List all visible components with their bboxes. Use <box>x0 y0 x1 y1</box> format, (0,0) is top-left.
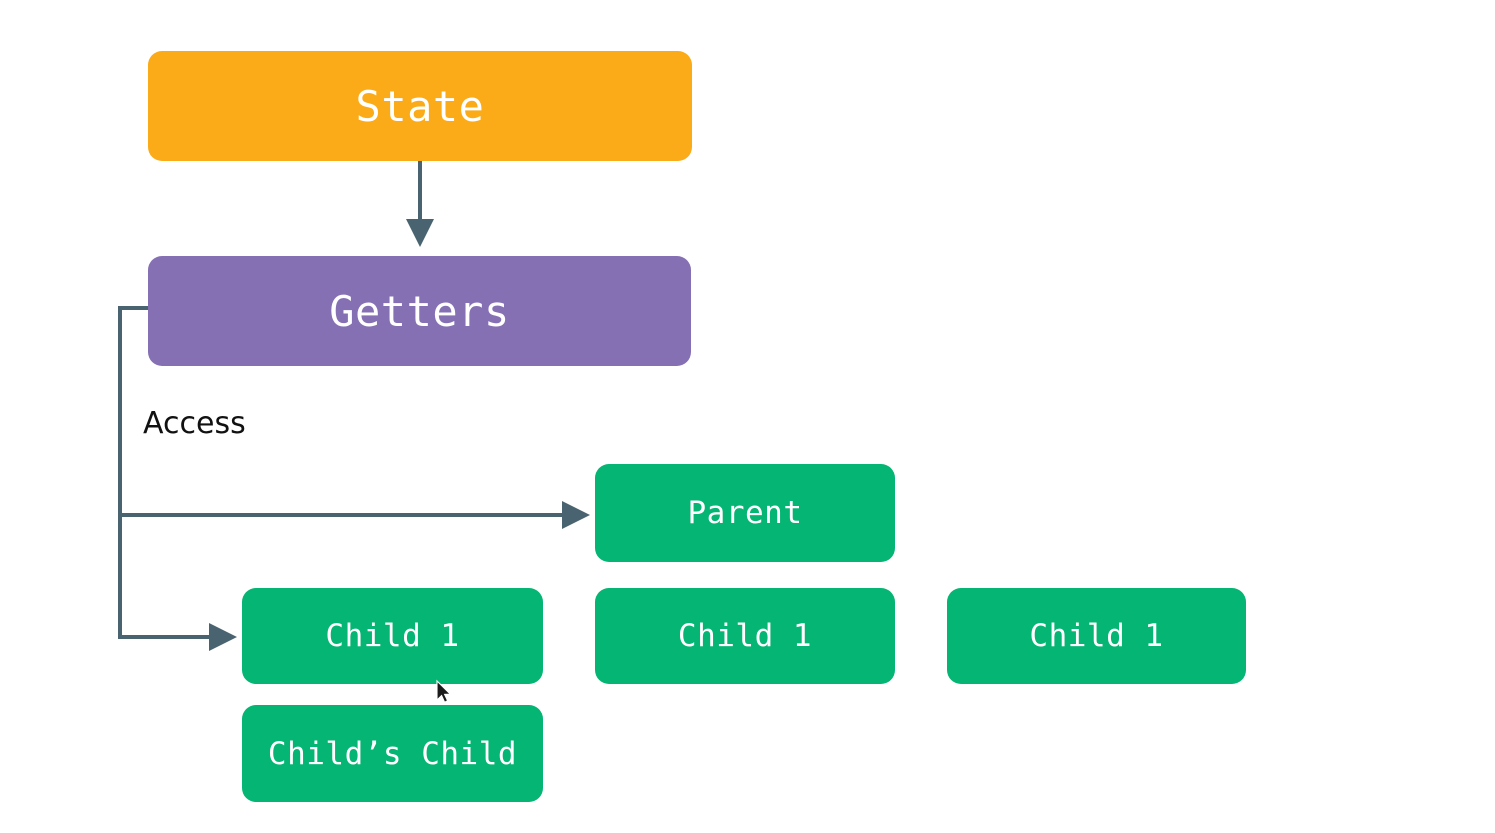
node-child-right-label: Child 1 <box>1029 618 1164 654</box>
node-parent-label: Parent <box>687 495 803 531</box>
node-child-left-label: Child 1 <box>325 618 460 654</box>
node-childs-child[interactable]: Child’s Child <box>242 705 543 802</box>
node-child-mid-label: Child 1 <box>677 618 813 654</box>
edge-label-access: Access <box>143 406 246 441</box>
mouse-cursor-icon <box>436 679 452 703</box>
node-state-label: State <box>355 81 485 131</box>
node-getters[interactable]: Getters <box>148 256 691 366</box>
node-child-right[interactable]: Child 1 <box>947 588 1246 684</box>
node-state[interactable]: State <box>148 51 692 161</box>
node-child-mid[interactable]: Child 1 <box>595 588 895 684</box>
node-childs-child-label: Child’s Child <box>267 735 518 772</box>
node-parent[interactable]: Parent <box>595 464 895 562</box>
node-child-left[interactable]: Child 1 <box>242 588 543 684</box>
node-getters-label: Getters <box>329 286 510 336</box>
